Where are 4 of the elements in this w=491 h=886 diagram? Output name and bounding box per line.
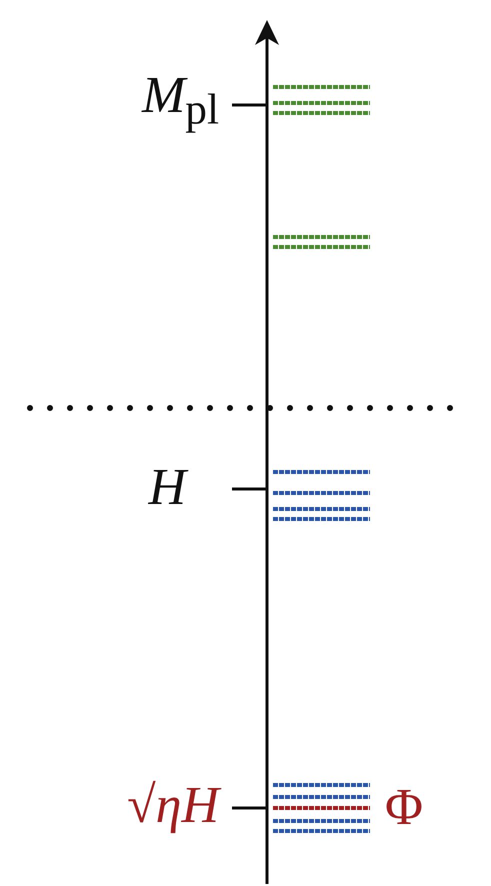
field-label: Φ — [385, 782, 424, 834]
scale-label: H — [148, 462, 186, 514]
scale-label: √ηH — [127, 780, 219, 832]
scale-label: M$_{pl}$ — [142, 70, 219, 132]
